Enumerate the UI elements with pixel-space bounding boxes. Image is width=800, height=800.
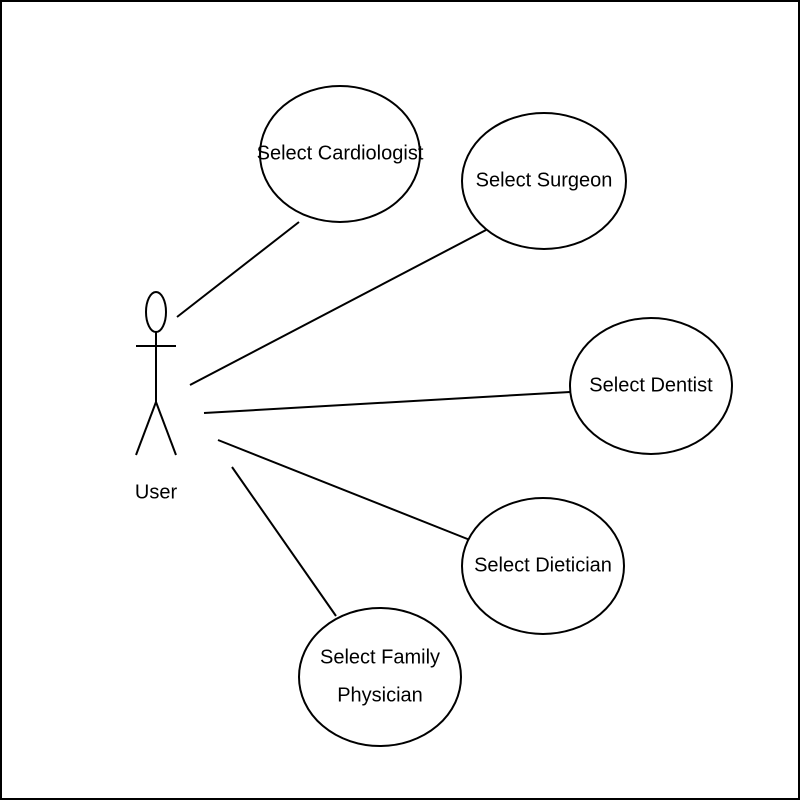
use-case-select-dentist[interactable]: Select Dentist xyxy=(569,317,733,455)
actor-left-leg xyxy=(135,401,157,456)
association-dentist xyxy=(203,391,571,414)
use-case-ellipse xyxy=(461,112,627,250)
use-case-label-line-2: Physician xyxy=(337,684,423,706)
use-case-ellipse xyxy=(298,607,462,747)
association-dietician xyxy=(217,439,471,541)
actor-label: User xyxy=(135,481,178,503)
use-case-select-cardiologist[interactable]: Select Cardiologist xyxy=(257,85,424,223)
use-case-label-line-1: Select Family xyxy=(320,646,440,668)
association-cardiologist xyxy=(176,221,300,318)
use-case-label: Select Dietician xyxy=(474,554,612,576)
actor-user[interactable]: User xyxy=(135,291,178,503)
use-case-select-surgeon[interactable]: Select Surgeon xyxy=(461,112,627,250)
use-case-ellipse xyxy=(259,85,421,223)
actor-head xyxy=(145,291,167,333)
use-case-ellipse xyxy=(461,497,625,635)
association-family-physician xyxy=(231,466,337,617)
association-surgeon xyxy=(189,229,487,386)
use-case-label: Select Surgeon xyxy=(476,169,613,191)
use-case-ellipse xyxy=(569,317,733,455)
actor-right-leg xyxy=(155,401,177,456)
use-case-label: Select Cardiologist xyxy=(257,142,424,164)
use-case-label: Select Dentist xyxy=(589,374,713,396)
use-case-select-dietician[interactable]: Select Dietician xyxy=(461,497,625,635)
use-case-select-family-physician[interactable]: Select Family Physician xyxy=(298,607,462,747)
